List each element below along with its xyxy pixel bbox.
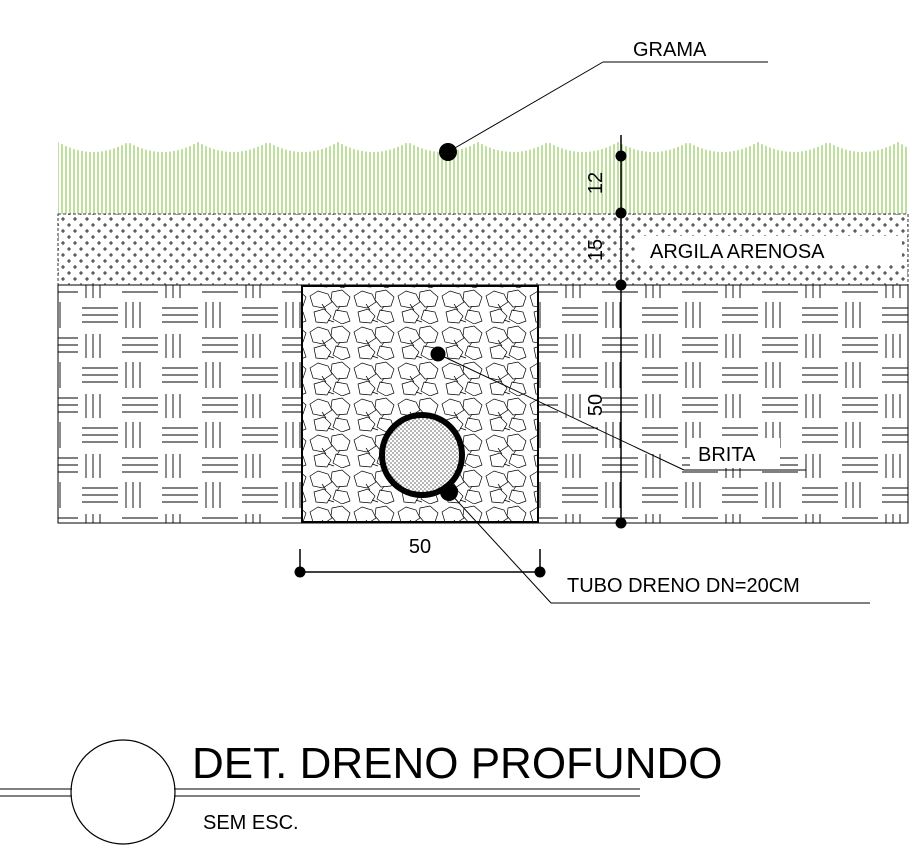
- dim-trench-depth: 50: [585, 394, 607, 416]
- label-grass: GRAMA: [633, 39, 707, 61]
- label-gravel: BRITA: [698, 444, 756, 466]
- label-gravel-bg: [690, 438, 780, 468]
- leader-gravel: [430, 346, 806, 471]
- dim-dot-top: [615, 150, 627, 162]
- title-block: [0, 739, 640, 845]
- leader-pipe: [440, 483, 870, 604]
- dim-clay-thickness: 15: [585, 239, 607, 261]
- drain-pipe: [379, 412, 465, 498]
- dim-dot-bottom: [615, 517, 627, 529]
- dim-trench-width: 50: [409, 536, 431, 558]
- dim-dot-right: [534, 566, 546, 578]
- dim-dot-grass-clay: [615, 207, 627, 219]
- dim-dot-left: [294, 566, 306, 578]
- label-sandy-clay-bg: [636, 236, 902, 264]
- label-sandy-clay: ARGILA ARENOSA: [650, 241, 825, 263]
- leader-grass: [439, 61, 768, 161]
- dim-grass-thickness: 12: [585, 172, 607, 194]
- label-drain-pipe: TUBO DRENO DN=20CM: [567, 575, 800, 597]
- dim-dot-clay-soil: [615, 279, 627, 291]
- title-main: DET. DRENO PROFUNDO: [192, 739, 722, 788]
- title-scale: SEM ESC.: [203, 812, 299, 834]
- grass-layer: [58, 142, 908, 214]
- title-circle: [70, 739, 176, 845]
